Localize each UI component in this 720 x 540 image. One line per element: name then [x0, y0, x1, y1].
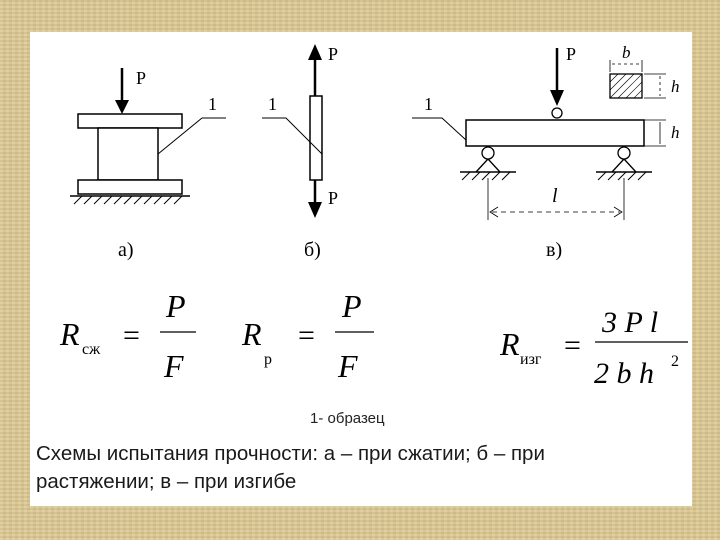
right-support: [596, 146, 652, 181]
top-plate: [77, 113, 183, 129]
scheme-bending: P: [412, 43, 680, 261]
scheme-compression: P 1 а): [70, 68, 226, 261]
load-arrow-up: [308, 44, 322, 60]
load-label-c: P: [566, 44, 576, 64]
specimen-label-a: 1: [208, 94, 217, 114]
load-label-b-bottom: P: [328, 188, 338, 208]
specimen-label-b: 1: [268, 94, 277, 114]
specimen-legend: 1- образец: [310, 410, 385, 427]
leader-c: [412, 117, 467, 141]
svg-text:F: F: [163, 348, 184, 384]
specimen-b: [309, 95, 323, 181]
left-support: [460, 146, 516, 181]
load-label-b-top: P: [328, 44, 338, 64]
specimen-label-c: 1: [424, 94, 433, 114]
svg-text:=: =: [564, 329, 581, 362]
svg-text:сж: сж: [82, 341, 101, 358]
panel-label-a: а): [118, 239, 134, 261]
ground-hatch-a: [73, 195, 183, 205]
leader-b: [262, 117, 323, 155]
svg-text:P: P: [165, 288, 186, 324]
formula-tension: R р = P F: [241, 288, 374, 384]
panel-label-c: в): [546, 239, 562, 261]
scheme-tension: P P 1 б): [262, 44, 338, 261]
section-width-label: b: [622, 43, 631, 62]
test-schemes-diagram: P 1 а) P P 1 б) P: [59, 43, 688, 390]
bottom-plate: [77, 179, 183, 195]
svg-text:=: =: [298, 319, 315, 352]
svg-text:=: =: [123, 319, 140, 352]
leader-a: [157, 117, 226, 155]
svg-text:F: F: [337, 348, 358, 384]
formula-bending: R изг = 3 P l 2 b h 2: [499, 306, 688, 390]
span-dimension: l: [487, 178, 625, 220]
svg-text:R: R: [241, 316, 262, 352]
load-arrow-down: [308, 202, 322, 218]
slide: P 1 а) P P 1 б) P: [30, 32, 692, 506]
caption-line-2: растяжении; в – при изгибе: [36, 470, 297, 493]
svg-text:2: 2: [671, 353, 679, 370]
svg-text:P: P: [341, 288, 362, 324]
beam-height-dimension: h: [644, 119, 680, 147]
beam: [465, 119, 645, 147]
load-arrow-c: [550, 90, 564, 106]
svg-text:2 b h: 2 b h: [594, 357, 654, 390]
cross-section: b h: [609, 43, 680, 99]
section-height-label: h: [671, 77, 680, 96]
specimen-a: [97, 127, 159, 181]
panel-label-b: б): [304, 239, 321, 261]
svg-text:изг: изг: [520, 351, 542, 368]
svg-text:р: р: [264, 351, 272, 368]
caption-line-1: Схемы испытания прочности: а – при сжати…: [36, 442, 545, 465]
span-label: l: [552, 185, 558, 207]
svg-text:3 P l: 3 P l: [601, 306, 658, 339]
formula-compression: R сж = P F: [59, 288, 196, 384]
svg-text:R: R: [499, 326, 520, 362]
svg-text:R: R: [59, 316, 80, 352]
load-label-a: P: [136, 68, 146, 88]
beam-height-label: h: [671, 123, 680, 142]
